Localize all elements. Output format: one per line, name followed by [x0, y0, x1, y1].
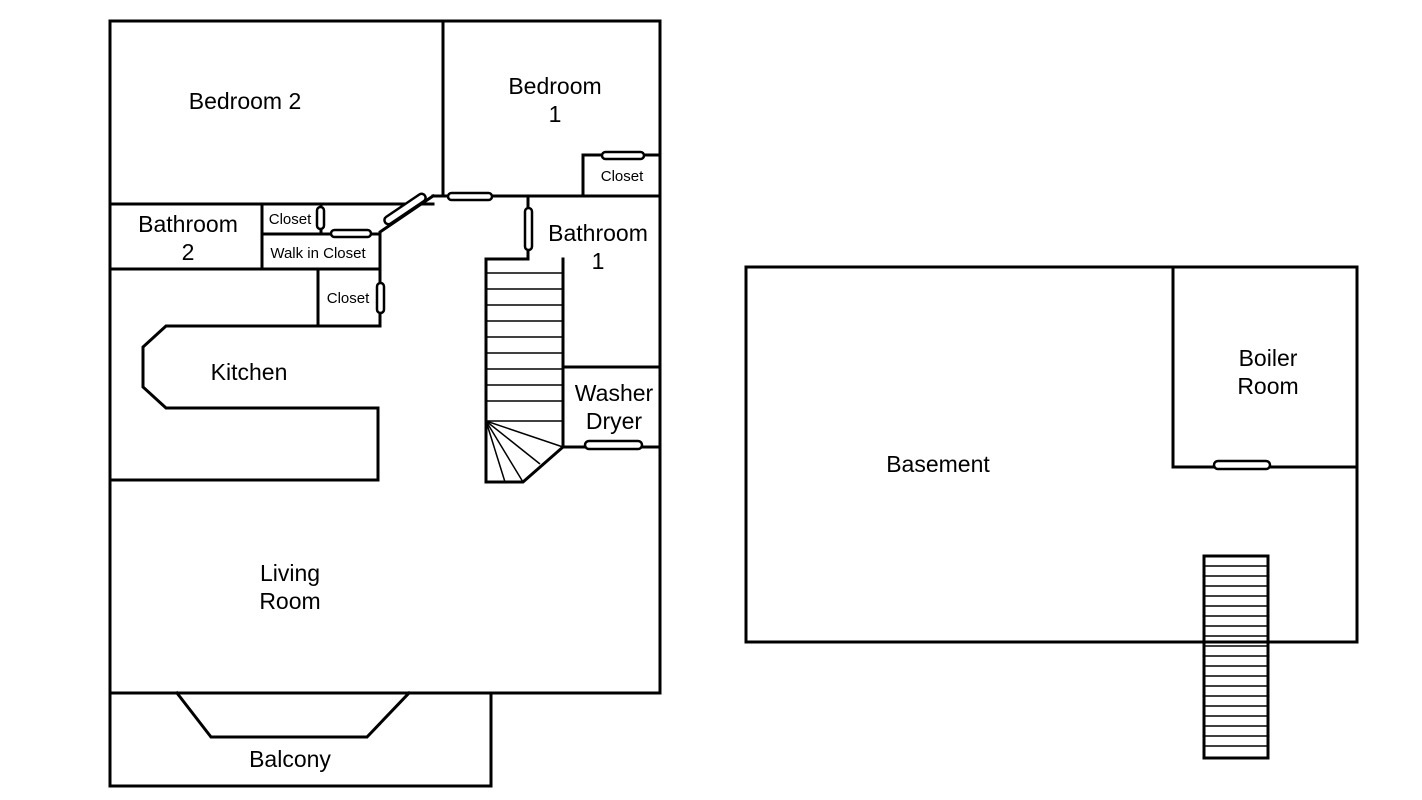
door — [383, 192, 427, 226]
closet-upper-label: Closet — [269, 211, 312, 228]
boiler-room-label: Boiler — [1239, 345, 1298, 371]
dryer-label: Dryer — [586, 408, 643, 434]
basement-floor: Basement Boiler Room — [744, 265, 1359, 760]
closet-lower-label: Closet — [327, 290, 370, 307]
bedroom1-label-number: 1 — [549, 101, 562, 127]
walk-in-closet-label: Walk in Closet — [270, 245, 366, 262]
bathroom1-label: Bathroom — [548, 220, 648, 246]
door — [446, 191, 494, 202]
basement-stairs-outline — [1202, 554, 1270, 760]
living-room-label: Living — [260, 560, 320, 586]
bedroom2-label: Bedroom 2 — [189, 88, 302, 114]
main-floor-outline — [108, 19, 662, 695]
bathroom1-label-number: 1 — [592, 248, 605, 274]
basement-outline — [744, 265, 1359, 644]
main-stairs — [484, 257, 565, 484]
bathroom2-label-number: 2 — [182, 239, 195, 265]
door — [315, 205, 326, 231]
door — [375, 281, 386, 315]
door — [600, 150, 646, 161]
stairs-outline — [484, 257, 565, 484]
bathroom2-label: Bathroom — [138, 211, 238, 237]
door — [1212, 459, 1272, 471]
kitchen-counter — [108, 324, 380, 482]
living-room-label-line2: Room — [259, 588, 320, 614]
door — [583, 439, 644, 451]
balcony-outline — [108, 691, 493, 788]
kitchen-label: Kitchen — [211, 359, 288, 385]
closet-bedroom1-label: Closet — [601, 168, 644, 185]
boiler-room-wall — [1171, 265, 1359, 469]
basement-stairs — [1202, 554, 1270, 760]
washer-label: Washer — [575, 380, 654, 406]
balcony-bay — [174, 690, 412, 739]
boiler-room-label-line2: Room — [1237, 373, 1298, 399]
balcony-label: Balcony — [249, 746, 331, 772]
basement-label: Basement — [886, 451, 990, 477]
door — [329, 228, 373, 239]
main-floor: Bedroom 2 Bedroom 1 Closet Bathroom 2 Cl… — [108, 19, 662, 788]
bedroom1-label: Bedroom — [508, 73, 601, 99]
door — [523, 206, 534, 252]
